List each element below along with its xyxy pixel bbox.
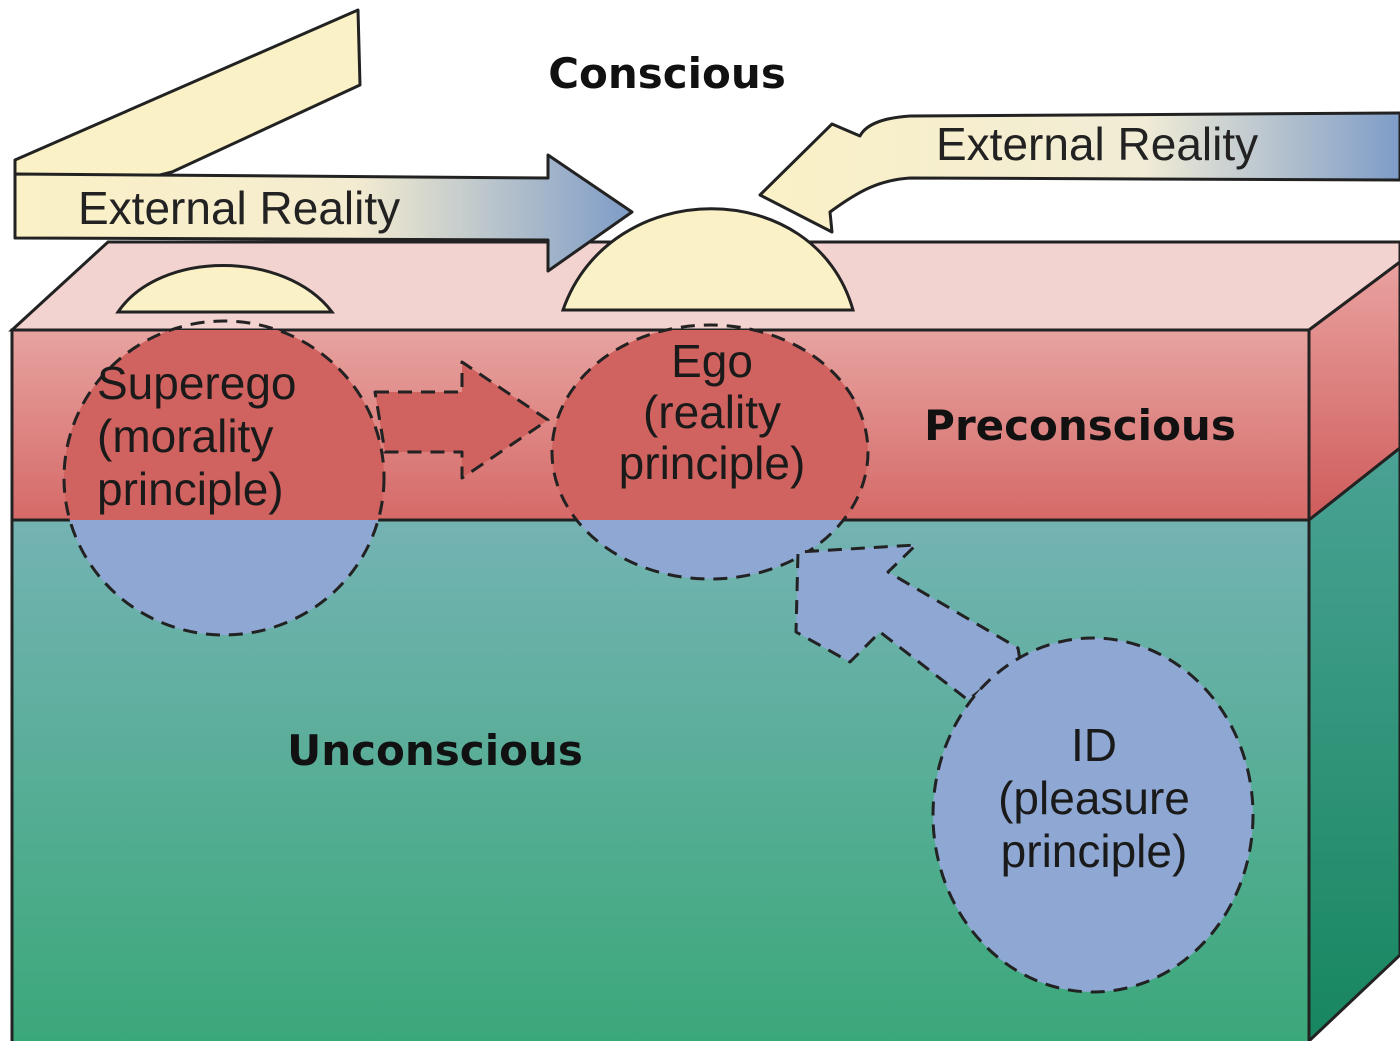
external-reality-right-label: External Reality [936, 118, 1258, 170]
external-reality-left-label: External Reality [78, 182, 400, 234]
unconscious-label: Unconscious [287, 726, 583, 775]
ego-line2: (reality [643, 386, 781, 438]
ego-ellipse [550, 323, 870, 581]
superego-name: Superego [97, 357, 297, 409]
external-reality-arrow-right [758, 111, 1400, 234]
id-line3: principle) [1001, 825, 1188, 877]
superego-ellipse [62, 319, 386, 637]
preconscious-label: Preconscious [924, 401, 1236, 450]
superego-line2: (morality [97, 410, 273, 462]
superego-line3: principle) [97, 463, 284, 515]
ego-dome [560, 207, 855, 312]
unconscious-side-face [1307, 446, 1400, 1041]
ego-line3: principle) [619, 437, 806, 489]
superego-to-ego-arrow [373, 360, 550, 480]
ego-name: Ego [671, 335, 753, 387]
id-line2: (pleasure [998, 772, 1190, 824]
conscious-label: Conscious [548, 49, 786, 98]
id-ellipse [931, 636, 1255, 994]
id-name: ID [1071, 719, 1117, 771]
external-reality-arrow-left [13, 153, 634, 273]
superego-dome [115, 264, 336, 314]
id-to-ego-arrow [794, 543, 1022, 702]
